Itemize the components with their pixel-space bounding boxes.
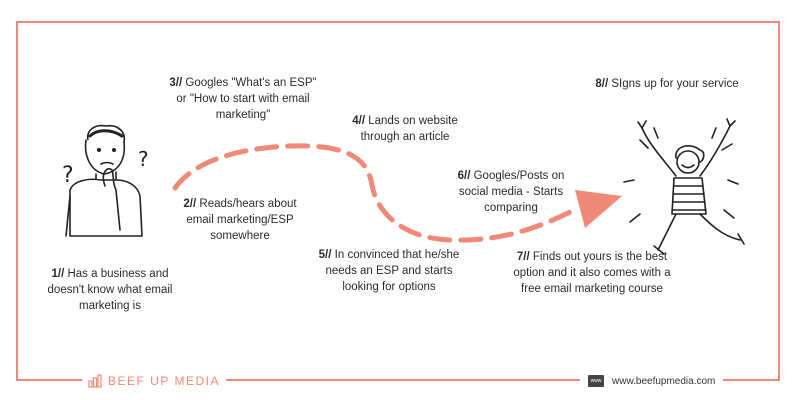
step-4-text: Lands on website through an article: [360, 115, 458, 143]
step-8-text: SIgns up for your service: [611, 78, 739, 90]
step-8-number: 8//: [595, 78, 609, 90]
step-5-text: In convinced that he/she needs an ESP an…: [325, 249, 460, 293]
brand-name: BEEF UP MEDIA: [108, 374, 220, 388]
website-url: www.beefupmedia.com: [612, 375, 716, 387]
question-mark-left-icon: ?: [62, 163, 74, 188]
question-mark-right-icon: ?: [138, 147, 149, 171]
step-2-number: 2//: [183, 198, 197, 210]
bar-chart-logo-icon: [88, 374, 102, 388]
step-3: 3// Googles "What's an ESP" or "How to s…: [168, 75, 318, 123]
step-5: 5// In convinced that he/she needs an ES…: [314, 247, 464, 295]
step-8: 8// SIgns up for your service: [592, 76, 742, 92]
website-footer: www www.beefupmedia.com: [580, 371, 724, 391]
brand-logo: BEEF UP MEDIA: [82, 371, 226, 391]
step-1-text: Has a business and doesn't know what ema…: [47, 268, 173, 312]
www-badge-icon: www: [588, 375, 604, 387]
confused-person-icon: [65, 124, 143, 237]
journey-dashed-path: [172, 143, 581, 243]
step-5-number: 5//: [318, 249, 332, 261]
step-3-text: Googles "What's an ESP" or "How to start…: [176, 77, 317, 121]
step-3-number: 3//: [169, 77, 183, 89]
celebrating-person-icon: [623, 118, 745, 255]
step-6-number: 6//: [457, 170, 471, 182]
step-1: 1// Has a business and doesn't know what…: [40, 266, 180, 314]
step-6-text: Googles/Posts on social media - Starts c…: [458, 170, 565, 214]
step-4: 4// Lands on website through an article: [340, 113, 470, 145]
step-2: 2// Reads/hears about email marketing/ES…: [172, 196, 308, 244]
diagram-frame: [16, 21, 780, 381]
arrow-head-icon: [575, 190, 622, 228]
step-7-text: Finds out yours is the best option and i…: [513, 251, 671, 295]
step-7-number: 7//: [516, 251, 530, 263]
step-7: 7// Finds out yours is the best option a…: [512, 249, 672, 297]
step-4-number: 4//: [352, 115, 366, 127]
step-2-text: Reads/hears about email marketing/ESP so…: [186, 198, 297, 242]
step-6: 6// Googles/Posts on social media - Star…: [446, 168, 576, 216]
step-1-number: 1//: [51, 268, 65, 280]
